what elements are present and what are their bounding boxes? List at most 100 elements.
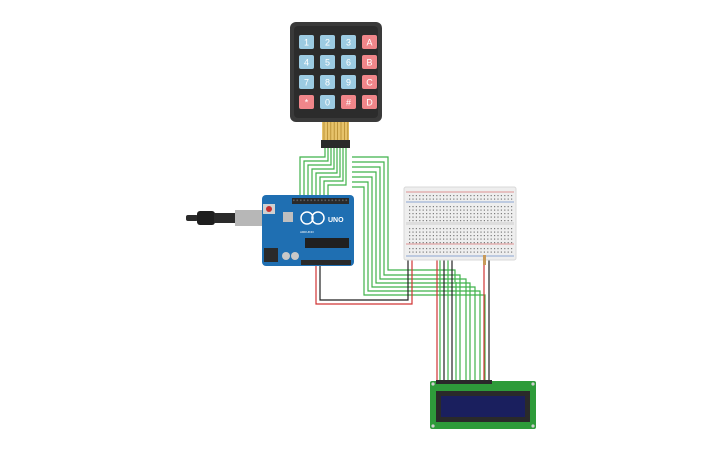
- breadboard-hole: [466, 195, 468, 197]
- breadboard-hole: [446, 195, 448, 197]
- breadboard-hole: [470, 238, 472, 240]
- breadboard[interactable]: [403, 186, 517, 265]
- keypad-key-4[interactable]: [299, 55, 314, 69]
- breadboard-hole: [415, 238, 417, 240]
- breadboard-hole: [453, 198, 455, 200]
- breadboard-hole: [494, 213, 496, 215]
- breadboard-hole: [412, 209, 414, 211]
- breadboard-hole: [473, 198, 475, 200]
- keypad-key-3[interactable]: [341, 35, 356, 49]
- arduino-logo: [300, 211, 314, 225]
- breadboard-hole: [466, 216, 468, 218]
- keypad-key-label: D: [366, 98, 373, 108]
- keypad-key-*[interactable]: [299, 95, 314, 109]
- keypad-key-6[interactable]: [341, 55, 356, 69]
- breadboard-hole: [487, 231, 489, 233]
- breadboard-hole: [483, 213, 485, 215]
- reset-button[interactable]: [266, 206, 272, 212]
- ribbon-header: [321, 140, 350, 148]
- breadboard-hole: [490, 206, 492, 208]
- breadboard-hole: [419, 248, 421, 250]
- breadboard-hole: [497, 209, 499, 211]
- lcd-wires[interactable]: [436, 255, 490, 380]
- keypad-key-B[interactable]: [362, 55, 377, 69]
- breadboard-hole: [460, 248, 462, 250]
- arduino-uno[interactable]: UNO ARDUINO: [262, 195, 354, 266]
- keypad-key-8[interactable]: [320, 75, 335, 89]
- keypad-key-5[interactable]: [320, 55, 335, 69]
- digital-pin: [342, 199, 344, 202]
- breadboard-hole: [460, 198, 462, 200]
- breadboard-hole: [436, 216, 438, 218]
- lcd-16x2[interactable]: [430, 380, 536, 429]
- breadboard-hole: [490, 220, 492, 222]
- breadboard-hole: [480, 242, 482, 244]
- keypad-key-A[interactable]: [362, 35, 377, 49]
- breadboard-hole: [419, 242, 421, 244]
- breadboard-hole: [463, 220, 465, 222]
- lcd-mount-hole: [431, 382, 435, 386]
- breadboard-hole: [480, 231, 482, 233]
- breadboard-hole: [453, 242, 455, 244]
- breadboard-hole: [504, 242, 506, 244]
- digital-pin: [331, 199, 334, 202]
- breadboard-hole: [422, 248, 424, 250]
- green-wire-bundle[interactable]: [299, 148, 486, 380]
- breadboard-hole: [426, 195, 428, 197]
- breadboard-hole: [409, 228, 411, 230]
- usb-cable: [186, 210, 265, 226]
- breadboard-hole: [480, 228, 482, 230]
- breadboard-hole: [426, 231, 428, 233]
- breadboard-hole: [497, 238, 499, 240]
- keypad-key-D[interactable]: [362, 95, 377, 109]
- breadboard-hole: [490, 238, 492, 240]
- breadboard-hole: [477, 216, 479, 218]
- breadboard-hole: [497, 206, 499, 208]
- breadboard-hole: [473, 228, 475, 230]
- breadboard-hole: [487, 228, 489, 230]
- breadboard-hole: [477, 242, 479, 244]
- breadboard-hole: [507, 216, 509, 218]
- breadboard-hole: [494, 248, 496, 250]
- breadboard-hole: [443, 228, 445, 230]
- breadboard-hole: [446, 251, 448, 253]
- keypad-key-#[interactable]: [341, 95, 356, 109]
- breadboard-hole: [504, 206, 506, 208]
- breadboard-hole: [426, 209, 428, 211]
- breadboard-hole: [473, 206, 475, 208]
- breadboard-holes: [409, 195, 513, 253]
- breadboard-hole: [511, 220, 513, 222]
- keypad-key-2[interactable]: [320, 35, 335, 49]
- keypad-key-label: 1: [304, 38, 309, 48]
- lcd-mount-hole: [531, 382, 535, 386]
- breadboard-hole: [449, 238, 451, 240]
- breadboard-hole: [456, 251, 458, 253]
- digital-pin: [345, 199, 348, 202]
- keypad-key-7[interactable]: [299, 75, 314, 89]
- breadboard-hole: [460, 228, 462, 230]
- breadboard-hole: [412, 242, 414, 244]
- breadboard-hole: [466, 248, 468, 250]
- breadboard-hole: [511, 216, 513, 218]
- keypad-key-label: 8: [325, 78, 330, 88]
- keypad-key-label: 0: [325, 98, 330, 108]
- tx-rx-leds: [283, 212, 293, 222]
- breadboard-hole: [473, 248, 475, 250]
- breadboard-hole: [453, 228, 455, 230]
- breadboard-hole: [460, 213, 462, 215]
- breadboard-hole: [449, 195, 451, 197]
- breadboard-hole: [470, 206, 472, 208]
- breadboard-hole: [432, 213, 434, 215]
- keypad-key-label: B: [366, 58, 372, 68]
- keypad-key-C[interactable]: [362, 75, 377, 89]
- breadboard-hole: [439, 220, 441, 222]
- breadboard-hole: [497, 213, 499, 215]
- resistor: [483, 255, 486, 265]
- keypad-key-1[interactable]: [299, 35, 314, 49]
- breadboard-hole: [443, 195, 445, 197]
- breadboard-hole: [429, 216, 431, 218]
- keypad-key-9[interactable]: [341, 75, 356, 89]
- keypad-key-0[interactable]: [320, 95, 335, 109]
- breadboard-hole: [456, 206, 458, 208]
